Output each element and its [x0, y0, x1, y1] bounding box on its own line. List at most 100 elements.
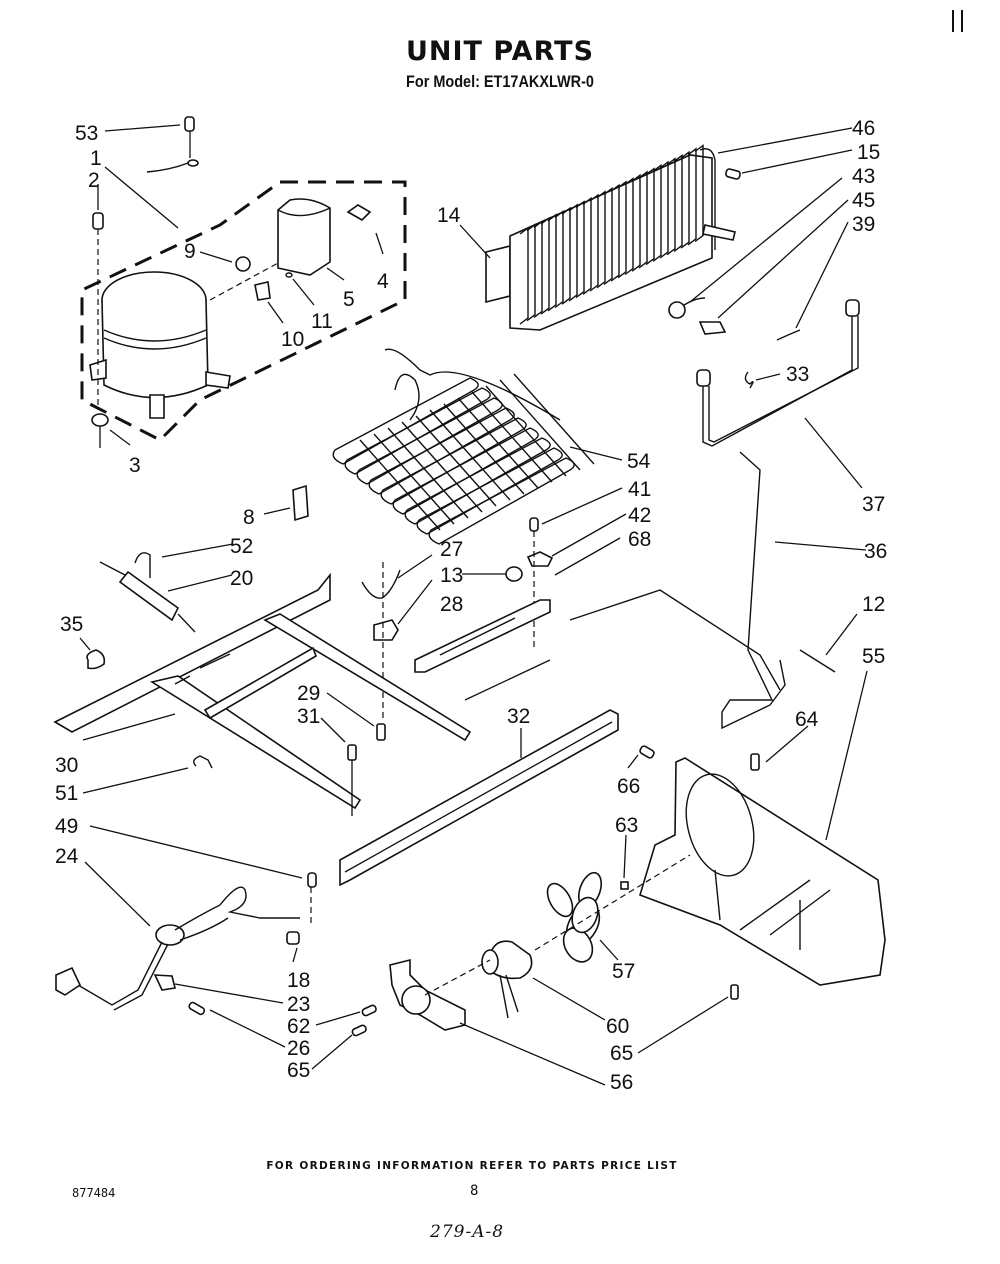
- condenser-fin: [617, 180, 627, 279]
- condenser-fin: [652, 163, 662, 262]
- callout-41: 41: [628, 478, 651, 501]
- evaporator[interactable]: [332, 348, 595, 545]
- callout-29: 29: [297, 682, 320, 705]
- evaporator-bracket[interactable]: [292, 484, 309, 522]
- callout-26: 26: [287, 1037, 310, 1060]
- callout-15: 15: [857, 141, 880, 164]
- fan-axis: [534, 854, 691, 951]
- rail-screw[interactable]: [639, 745, 655, 759]
- drier-clip[interactable]: [134, 552, 151, 578]
- condenser-plug[interactable]: [725, 168, 741, 180]
- callout-8: 8: [243, 506, 255, 529]
- callout-57: 57: [612, 960, 635, 983]
- evaporator-wire: [387, 427, 469, 519]
- evaporator-block[interactable]: [373, 619, 399, 641]
- motor-bracket[interactable]: [389, 958, 466, 1031]
- callout-65-right: 65: [610, 1042, 633, 1065]
- callout-13: 13: [440, 564, 463, 587]
- condenser-fin: [547, 213, 557, 312]
- bracket-clip[interactable]: [698, 321, 727, 335]
- callout-12: 12: [862, 593, 885, 616]
- fan-blade[interactable]: [542, 870, 606, 967]
- mounting-grommet[interactable]: [91, 413, 109, 448]
- motor-screw-2[interactable]: [351, 1024, 367, 1037]
- evaporator-coil-loop: [332, 377, 479, 465]
- callout-55: 55: [862, 645, 885, 668]
- callout-32: 32: [507, 705, 530, 728]
- callout-63: 63: [615, 814, 638, 837]
- cross-rail[interactable]: [339, 709, 619, 887]
- assembly-axis: [209, 261, 281, 301]
- thermostat-housing[interactable]: [414, 599, 551, 673]
- callout-2: 2: [88, 169, 100, 192]
- condenser-fin: [561, 206, 571, 305]
- callout-62: 62: [287, 1015, 310, 1038]
- base-frame[interactable]: [53, 572, 472, 810]
- fan-motor[interactable]: [481, 940, 533, 1019]
- ordering-note: FOR ORDERING INFORMATION REFER TO PARTS …: [266, 1160, 678, 1172]
- cap-tube[interactable]: [569, 451, 786, 730]
- callout-9: 9: [184, 240, 196, 263]
- callout-36: 36: [864, 540, 887, 563]
- callout-5: 5: [343, 288, 355, 311]
- callout-20: 20: [230, 567, 253, 590]
- cord-clamp[interactable]: [153, 974, 176, 991]
- overload[interactable]: [254, 281, 271, 301]
- evaporator-clip[interactable]: [361, 569, 401, 599]
- cord-screw[interactable]: [307, 872, 317, 888]
- callout-49: 49: [55, 815, 78, 838]
- spring-clip[interactable]: [776, 329, 801, 341]
- condensate-tube[interactable]: [696, 299, 860, 447]
- wire-clip[interactable]: [193, 755, 213, 769]
- cord-clamp-screw[interactable]: [188, 1001, 206, 1016]
- frame-screw-2[interactable]: [347, 744, 357, 761]
- evaporator-wire: [443, 403, 525, 495]
- frame-screw[interactable]: [376, 723, 386, 741]
- fan-bracket[interactable]: [639, 757, 886, 986]
- callout-43: 43: [852, 165, 875, 188]
- condenser-fin: [603, 187, 613, 285]
- evaporator-wire: [373, 433, 455, 525]
- compressor[interactable]: [89, 271, 231, 419]
- bracket-base-screw[interactable]: [730, 984, 739, 1000]
- ground-screw[interactable]: [146, 116, 199, 173]
- evaporator-coil-loop: [404, 437, 551, 525]
- thermostat-screw[interactable]: [529, 517, 539, 532]
- evaporator-wire: [401, 421, 483, 513]
- washer[interactable]: [285, 272, 293, 278]
- callout-33: 33: [786, 363, 809, 386]
- callout-42: 42: [628, 504, 651, 527]
- condenser-fin: [631, 173, 641, 272]
- cord-connector[interactable]: [286, 931, 300, 945]
- ref-line: [464, 659, 551, 701]
- condenser[interactable]: [485, 144, 736, 331]
- bracket-nut[interactable]: [620, 881, 629, 890]
- callout-56: 56: [610, 1071, 633, 1094]
- callout-68: 68: [628, 528, 651, 551]
- wire-tie[interactable]: [799, 649, 836, 673]
- clip[interactable]: [346, 204, 372, 221]
- callout-52: 52: [230, 535, 253, 558]
- mounting-bolt[interactable]: [92, 212, 104, 410]
- callout-24: 24: [55, 845, 79, 868]
- callout-31: 31: [297, 705, 320, 728]
- callout-27: 27: [440, 538, 463, 561]
- thermostat-bulb-cap[interactable]: [505, 566, 523, 582]
- bracket-screw[interactable]: [750, 753, 760, 771]
- thermostat-clamp[interactable]: [526, 551, 554, 567]
- filter-drier[interactable]: [99, 561, 196, 633]
- evaporator-wire: [359, 439, 441, 531]
- grommet-clip[interactable]: [86, 649, 106, 670]
- s-hook[interactable]: [744, 371, 754, 389]
- evaporator-coil-loop: [368, 407, 515, 495]
- condenser-fin: [687, 147, 697, 246]
- callout-10: 10: [281, 328, 304, 351]
- power-cord[interactable]: [55, 886, 300, 1011]
- relay-cover[interactable]: [277, 198, 331, 276]
- grommet[interactable]: [235, 256, 251, 272]
- evaporator-wire: [457, 397, 539, 489]
- motor-screw[interactable]: [361, 1004, 377, 1017]
- condenser-fin: [554, 210, 564, 309]
- drain-fitting[interactable]: [668, 297, 706, 319]
- callout-30: 30: [55, 754, 78, 777]
